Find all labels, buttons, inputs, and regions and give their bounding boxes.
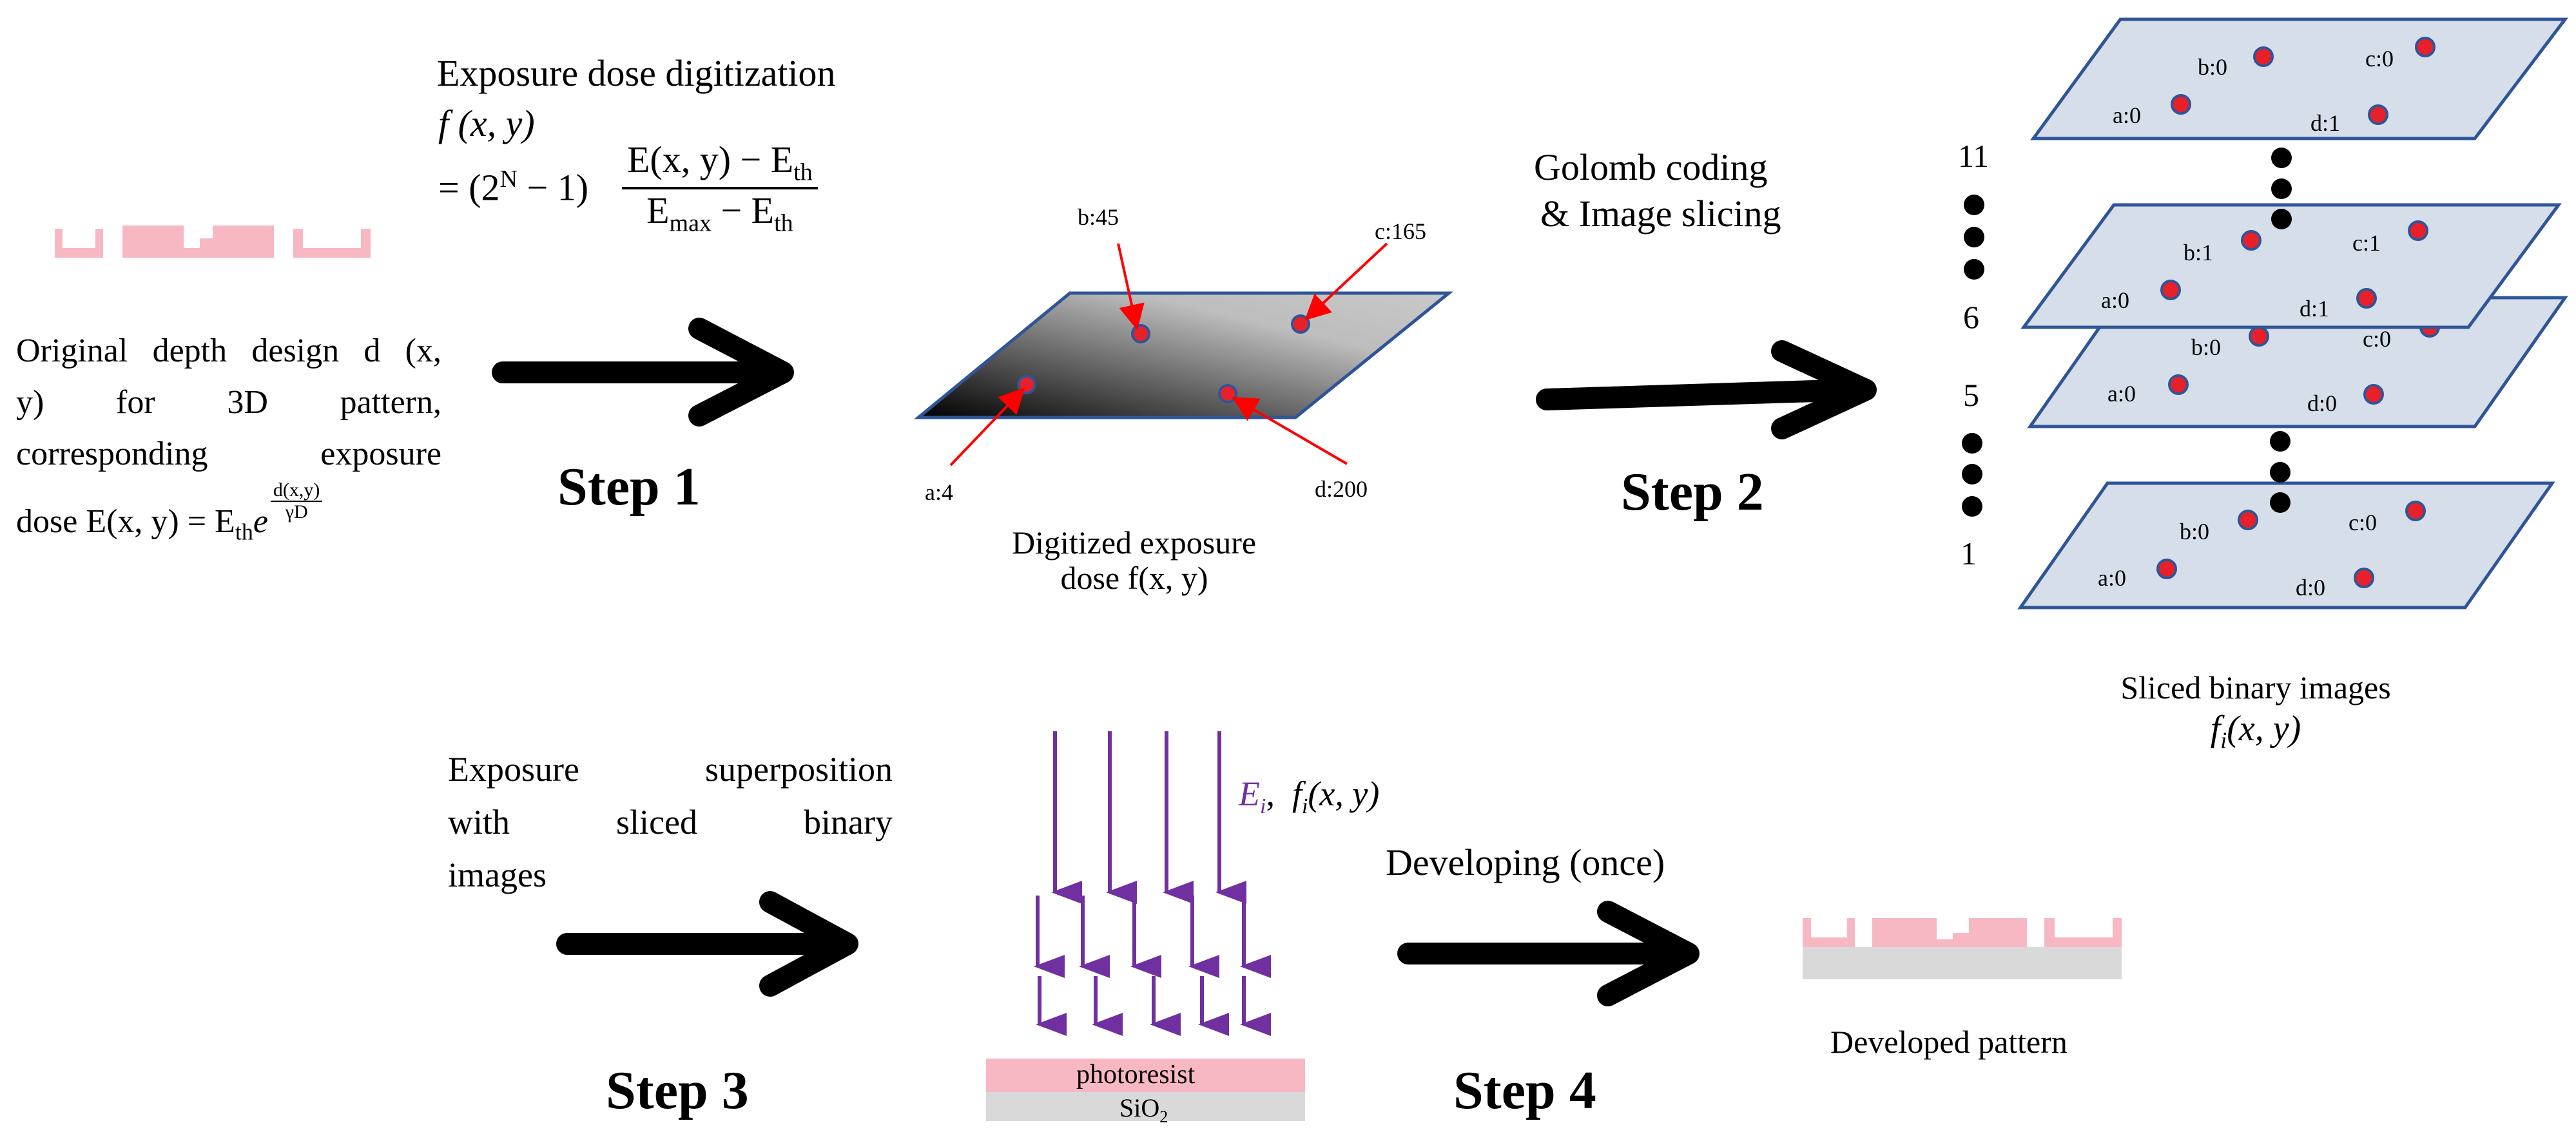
stack-index-1: 1 xyxy=(1961,535,1977,571)
slice-upper-b: b:1 xyxy=(2184,240,2214,265)
digitized-dose-plane xyxy=(914,242,1454,466)
dose-point-b xyxy=(1131,324,1150,343)
fraction-numerator: E(x, y) − Eth xyxy=(622,139,818,190)
step3-label: Step 3 xyxy=(606,1060,749,1120)
photoresist-label: photoresist xyxy=(1076,1060,1196,1089)
dose-label-b: b:45 xyxy=(1078,204,1119,230)
exposure-label: Ei, fi(x, y) xyxy=(1239,774,1380,818)
stack-index-5: 5 xyxy=(1963,377,1979,413)
ellipsis-dots-center-lower xyxy=(2270,431,2290,513)
dose-label-a: a:4 xyxy=(925,479,953,505)
arrow-step1-icon xyxy=(492,318,794,427)
arrow-step4-icon xyxy=(1397,901,1700,1006)
original-design-text: Original depth design d (x, y) for 3D pa… xyxy=(16,325,441,557)
ellipsis-dots-center-upper xyxy=(2271,148,2292,229)
fraction-denominator: Emax − Eth xyxy=(646,189,793,237)
stack-index-6: 6 xyxy=(1963,299,1979,335)
pointer-a xyxy=(949,387,1025,466)
dose-label-d: d:200 xyxy=(1315,476,1368,502)
slice-bottom-d: d:0 xyxy=(2296,575,2326,600)
slice-upper xyxy=(2020,203,2562,329)
step1-label: Step 1 xyxy=(557,457,701,517)
digitization-fxy: f (x, y) xyxy=(438,102,535,144)
original-line2: y) for 3D pattern, xyxy=(16,384,441,421)
ellipsis-dots-left-upper xyxy=(1964,195,1984,280)
slice-bottom-c: c:0 xyxy=(2348,510,2377,535)
developing-label: Developing (once) xyxy=(1386,841,1665,883)
original-pattern-icon xyxy=(55,225,371,258)
exposure-arrows xyxy=(1034,731,1271,1036)
arrow-step2-icon xyxy=(1536,340,1877,439)
digitization-fraction: E(x, y) − Eth Emax − Eth xyxy=(622,139,818,238)
step4-label: Step 4 xyxy=(1453,1060,1596,1120)
developed-pattern-icon xyxy=(1803,918,2122,979)
step2-label: Step 2 xyxy=(1621,462,1764,522)
photoresist-layer xyxy=(986,1059,1305,1092)
superposition-text: Exposure superposition with sliced binar… xyxy=(448,750,893,894)
original-line1: Original depth design d (x, xyxy=(16,332,441,369)
sliced-caption: Sliced binary images fi(x, y) xyxy=(2120,669,2391,754)
dose-point-d xyxy=(1218,384,1237,403)
dose-label-c: c:165 xyxy=(1375,218,1426,244)
slice-upper-a: a:0 xyxy=(2101,287,2129,313)
digitization-title: Exposure dose digitization xyxy=(437,52,836,94)
slice-top-c: c:0 xyxy=(2365,46,2394,72)
slice-top-d: d:1 xyxy=(2310,110,2341,136)
digitized-caption: Digitized exposure dose f(x, y) xyxy=(1012,524,1257,596)
slice-upper-c: c:1 xyxy=(2352,230,2381,256)
developed-caption: Developed pattern xyxy=(1830,1024,2068,1060)
slice-top-b: b:0 xyxy=(2198,54,2228,80)
slice-lower-c: c:0 xyxy=(2363,326,2391,352)
digitization-equation: = (2N − 1) xyxy=(438,166,589,209)
arrow-step3-icon xyxy=(556,891,858,997)
slice-top xyxy=(2030,17,2569,140)
slice-lower-d: d:0 xyxy=(2307,390,2338,416)
slice-top-a: a:0 xyxy=(2113,102,2141,128)
sio2-layer xyxy=(986,1092,1305,1121)
slice-lower-a: a:0 xyxy=(2107,381,2136,407)
original-line3: corresponding exposure xyxy=(16,436,441,472)
stack-index-11: 11 xyxy=(1958,138,1990,174)
slice-lower-b: b:0 xyxy=(2191,334,2222,360)
sio2-label: SiO2 xyxy=(1119,1093,1168,1126)
dose-point-c xyxy=(1291,314,1310,334)
slice-lower xyxy=(2027,296,2568,428)
slice-upper-d: d:1 xyxy=(2300,296,2330,321)
golomb-caption: Golomb coding & Image slicing xyxy=(1534,146,1781,235)
slice-bottom-b: b:0 xyxy=(2180,519,2210,544)
pointer-d xyxy=(1232,396,1348,465)
slice-bottom xyxy=(2017,481,2555,609)
pointer-c xyxy=(1304,242,1388,321)
slice-bottom-a: a:0 xyxy=(2098,565,2126,591)
pointer-b xyxy=(1117,243,1145,331)
ellipsis-dots-left-lower xyxy=(1962,433,1982,517)
